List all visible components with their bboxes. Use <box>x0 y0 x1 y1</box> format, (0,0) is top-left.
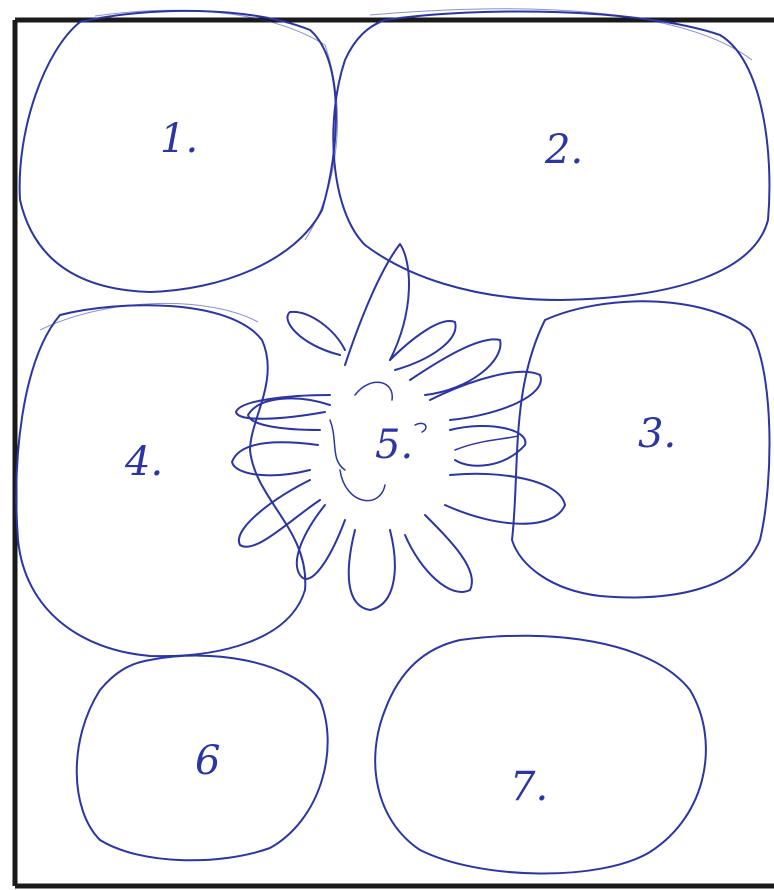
region-2: 2. <box>333 9 769 300</box>
region-2-label: 2. <box>544 127 583 173</box>
region-3-label: 3. <box>638 411 676 457</box>
region-4-label: 4. <box>124 439 163 485</box>
region-5-label: 5. <box>375 422 413 468</box>
region-1-label: 1. <box>160 116 198 162</box>
region-5-flower: 5. <box>232 244 565 610</box>
region-6-label: 6 <box>195 738 220 784</box>
region-4: 4. <box>16 303 305 656</box>
region-3: 3. <box>512 301 769 597</box>
region-6: 6 <box>77 656 328 861</box>
region-7: 7. <box>375 636 706 874</box>
region-7-label: 7. <box>510 764 548 810</box>
region-1: 1. <box>20 10 338 292</box>
